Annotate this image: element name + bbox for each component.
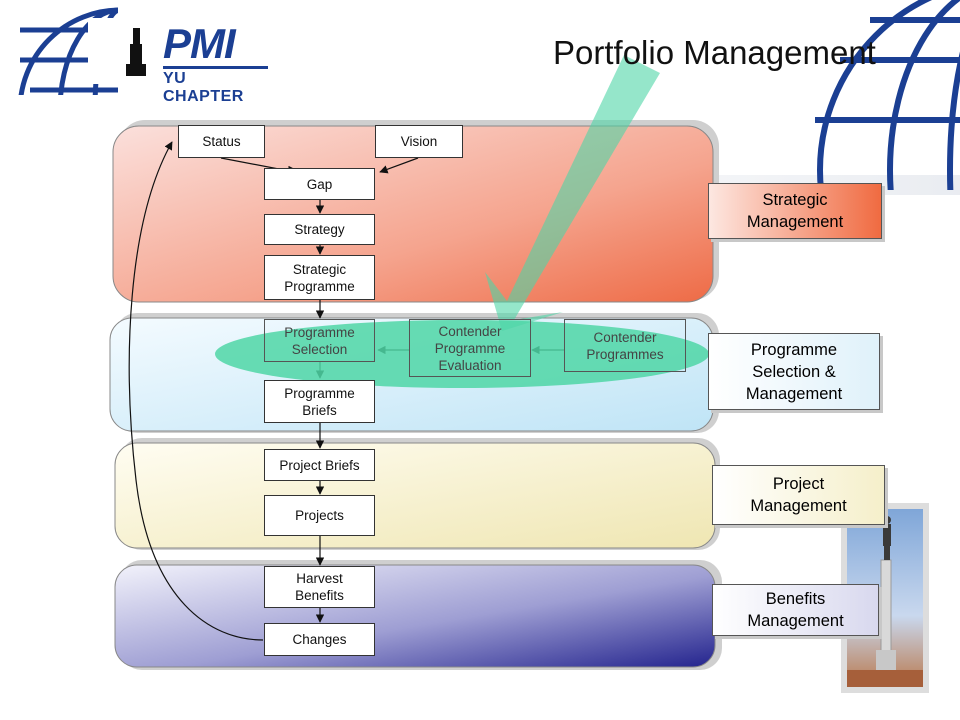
label-benefits-management: Benefits Management [712,584,879,636]
label-programme-management: Programme Selection & Management [708,333,880,410]
statue-logo-icon [117,22,153,80]
feedback-loop-arrow [128,141,264,641]
node-changes: Changes [264,623,375,656]
pmi-logo: PMI YU CHAPTER [163,20,268,106]
node-project-briefs: Project Briefs [264,449,375,481]
logo-text: PMI [163,20,236,67]
label-strategic-management: Strategic Management [708,183,882,239]
label-project-management: Project Management [712,465,885,525]
statue-photo [841,503,929,693]
node-harvest-benefits: Harvest Benefits [264,566,375,608]
highlight-arrow-icon [485,55,660,331]
node-vision: Vision [375,125,463,158]
node-strategy: Strategy [264,214,375,245]
node-contender-evaluation: Contender Programme Evaluation [409,319,531,377]
node-status: Status [178,125,265,158]
node-gap: Gap [264,168,375,200]
node-programme-briefs: Programme Briefs [264,380,375,423]
node-projects: Projects [264,495,375,536]
project-band [114,442,716,549]
node-programme-selection: Programme Selection [264,319,375,362]
globe-right-icon [815,0,960,190]
benefits-band [114,564,716,668]
arrow-vision-gap [379,157,419,174]
slide-title: Portfolio Management [553,34,876,71]
node-contender-programmes: Contender Programmes [564,319,686,372]
node-strategic-programme: Strategic Programme [264,255,375,300]
logo-subtext: YU CHAPTER [163,66,268,106]
strategic-label-bg [708,183,882,239]
